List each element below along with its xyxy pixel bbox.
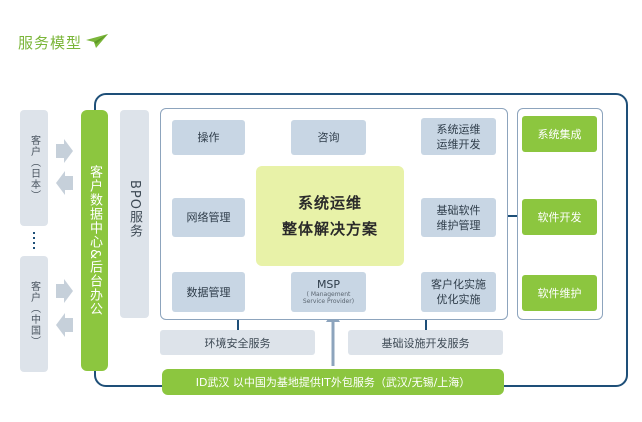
node-system-ops: 系统运维 运维开发 — [421, 118, 496, 155]
customer-china: 客户（中国） — [20, 256, 48, 372]
node-customization: 客户化实施 优化实施 — [421, 272, 496, 312]
service-software-maintenance: 软件维护 — [522, 275, 597, 311]
bpo-label: BPO服务 — [127, 180, 142, 238]
page-title: 服务模型 — [18, 34, 83, 52]
bottom-bar: ID武汉 以中国为基地提供IT外包服务（武汉/无锡/上海） — [162, 369, 504, 395]
node-network-mgmt: 网络管理 — [172, 198, 245, 237]
service-software-development: 软件开发 — [522, 199, 597, 235]
node-operation: 操作 — [172, 120, 245, 155]
data-center-label: 客户数据中心&后台办公 — [87, 164, 102, 317]
customer-japan: 客户（日本） — [20, 110, 48, 226]
paper-plane-icon — [86, 34, 108, 48]
data-center-column: 客户数据中心&后台办公 — [81, 110, 108, 371]
service-environment-security: 环境安全服务 — [160, 330, 315, 355]
bpo-service: BPO服务 — [120, 110, 149, 318]
service-system-integration: 系统集成 — [522, 116, 597, 152]
node-base-software: 基础软件 维护管理 — [421, 198, 496, 237]
node-msp: MSP ( Management Service Provider) — [291, 272, 366, 312]
node-consulting: 咨询 — [291, 120, 366, 155]
service-infrastructure: 基础设施开发服务 — [348, 330, 503, 355]
node-data-mgmt: 数据管理 — [172, 272, 245, 312]
center-solution: 系统运维 整体解决方案 — [256, 166, 404, 266]
